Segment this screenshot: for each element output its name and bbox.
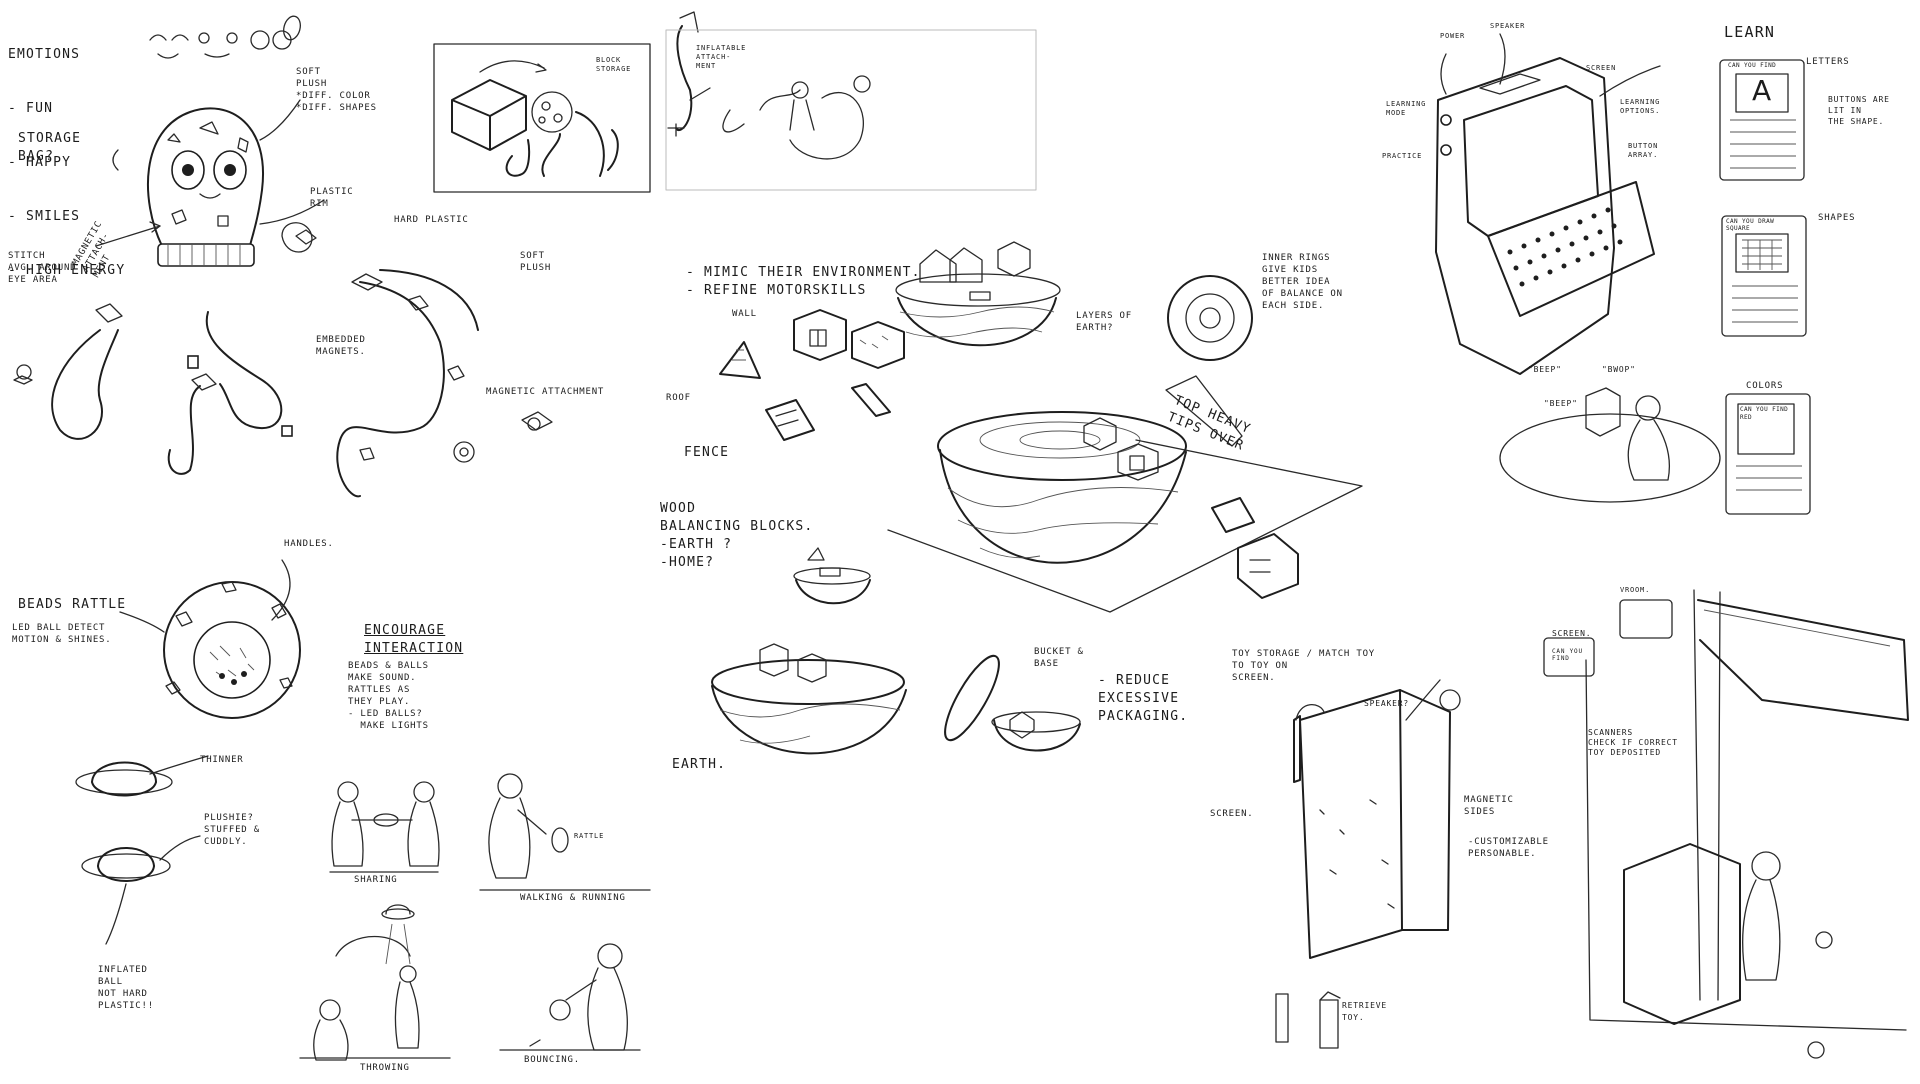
learning-console — [1435, 33, 1661, 375]
power-label: POWER — [1440, 32, 1466, 40]
saturn-balls — [75, 755, 209, 945]
hard-plastic-label: HARD PLASTIC — [394, 215, 469, 225]
learn-card-letters — [1719, 59, 1805, 181]
card-dots — [1730, 119, 1802, 491]
console-button-grid — [1507, 207, 1623, 287]
emotion-smiles: - SMILES — [8, 209, 81, 224]
scanner-screen-card: CAN YOU FIND — [1552, 648, 1583, 662]
colors-label: COLORS — [1746, 381, 1784, 391]
creature-head — [147, 107, 265, 267]
beads-rattle-label: BEADS RATTLE — [18, 597, 127, 612]
magnetic-sides-label: MAGNETIC SIDES — [1464, 795, 1514, 817]
earth-with-houses — [895, 241, 1061, 347]
throwing-label: THROWING — [360, 1063, 410, 1073]
buttons-lit-label: BUTTONS ARE LIT IN THE SHAPE. — [1828, 95, 1890, 126]
soft-plush-label: SOFT PLUSH *DIFF. COLOR *DIFF. SHAPES — [296, 67, 377, 113]
block-storage-box — [433, 43, 651, 193]
inflated-ball-label: INFLATED BALL NOT HARD PLASTIC!! — [98, 965, 154, 1011]
play-figures — [299, 773, 651, 1061]
inflatable-attachment — [665, 11, 1037, 191]
plastic-rim-label: PLASTIC RIM — [310, 187, 354, 209]
bucket-base-label: BUCKET & BASE — [1034, 647, 1084, 669]
inflatable-attachment-label: INFLATABLE ATTACH- MENT — [696, 44, 747, 70]
learn-card-shapes — [1721, 215, 1807, 337]
scanners-label: SCANNERS CHECK IF CORRECT TOY DEPOSITED — [1588, 728, 1678, 757]
emotion-fun: - FUN — [8, 101, 54, 116]
learn-card-colors — [1725, 393, 1811, 515]
toy-storage-label: TOY STORAGE / MATCH TOY TO TOY ON SCREEN… — [1232, 649, 1376, 683]
beads-balls-label: BEADS & BALLS MAKE SOUND. RATTLES AS THE… — [348, 661, 429, 731]
kid-console-mini — [1499, 387, 1721, 503]
inner-ring-disc — [1167, 275, 1253, 361]
emotion-faces — [149, 15, 301, 59]
bwop-label: "BWOP" — [1602, 365, 1636, 374]
screen-label: SCREEN — [1586, 64, 1617, 72]
led-ball-label: LED BALL DETECT MOTION & SHINES. — [12, 623, 112, 645]
reduce-packaging-label: - REDUCE EXCESSIVE PACKAGING. — [1098, 673, 1189, 724]
plushie-label: PLUSHIE? STUFFED & CUDDLY. — [204, 813, 260, 847]
card-color-question: CAN YOU FIND RED — [1740, 406, 1789, 421]
emotions-title: EMOTIONS — [8, 47, 81, 62]
loose-blocks — [719, 309, 905, 441]
learning-options-label: LEARNING OPTIONS. — [1620, 98, 1661, 115]
emotion-happy: - HAPPY — [8, 155, 72, 170]
earth-bowl — [711, 643, 907, 755]
customizable-label: -CUSTOMIZABLE PERSONABLE. — [1468, 837, 1549, 859]
mimic-label: - MIMIC THEIR ENVIRONMENT. - REFINE MOTO… — [686, 265, 921, 298]
shapes-label: SHAPES — [1818, 213, 1856, 223]
emotions-list: EMOTIONS - FUN - HAPPY - SMILES - HIGH E… — [8, 10, 125, 298]
handles-label: HANDLES. — [284, 539, 334, 549]
fence-label: FENCE — [684, 445, 730, 460]
rattle-ball — [119, 559, 301, 719]
rattle-label: RATTLE — [574, 832, 605, 840]
vroom-label: VROOM. — [1620, 586, 1651, 594]
block-storage-label: BLOCK STORAGE — [596, 56, 632, 73]
card-letter-question: CAN YOU FIND — [1728, 62, 1777, 69]
emotion-high-energy: - HIGH ENERGY — [8, 263, 126, 278]
inner-rings-label: INNER RINGS GIVE KIDS BETTER IDEA OF BAL… — [1262, 253, 1343, 311]
roof-label: ROOF — [666, 393, 691, 403]
magnetic-attachment-label-2: MAGNETIC ATTACHMENT — [486, 387, 605, 397]
learning-mode-label: LEARNING MODE — [1386, 100, 1427, 117]
wall-label: WALL — [732, 309, 757, 319]
speaker-label-2: SPEAKER? — [1364, 699, 1409, 708]
storage-bag-label: STORAGE BAG? — [18, 131, 82, 164]
storage-scanner-scene — [1543, 589, 1909, 1059]
wood-earth-small — [793, 547, 871, 605]
retrieve-toy-mini — [1275, 991, 1341, 1049]
layers-label: LAYERS OF EARTH? — [1076, 311, 1132, 333]
walking-running-label: WALKING & RUNNING — [520, 893, 626, 903]
beep-label-1: "BEEP" — [1528, 365, 1562, 374]
storage-screen-label: SCREEN. — [1210, 809, 1254, 819]
scanner-screen-label: SCREEN. — [1552, 629, 1592, 638]
speaker-label: SPEAKER — [1490, 22, 1526, 30]
beep-label-2: "BEEP" — [1544, 399, 1578, 408]
earth-label: EARTH. — [672, 757, 727, 772]
magnetic-tentacle — [336, 269, 553, 498]
wood-blocks-label: WOOD BALANCING BLOCKS. -EARTH ? -HOME? — [660, 501, 814, 570]
card-letter: A — [1752, 74, 1773, 107]
soft-plush-label-2: SOFT PLUSH — [520, 251, 552, 273]
stitch-label: STITCH AVG. AROUND EYE AREA — [8, 251, 77, 285]
creature-arrows — [95, 99, 325, 247]
sharing-label: SHARING — [354, 875, 398, 885]
letters-label: LETTERS — [1806, 57, 1850, 67]
button-array-label: BUTTON ARRAY. — [1628, 142, 1659, 159]
card-shape-question: CAN YOU DRAW SQUARE — [1726, 218, 1775, 232]
tipping-earth — [887, 375, 1363, 613]
retrieve-toy-label: RETRIEVE TOY. — [1342, 1001, 1387, 1022]
thinner-label: THINNER — [200, 755, 244, 765]
toy-storage-bin — [1293, 679, 1461, 959]
bouncing-label: BOUNCING. — [524, 1055, 580, 1065]
creature-tentacles — [13, 222, 317, 475]
learn-title: LEARN — [1724, 23, 1776, 41]
encourage-interaction-label: ENCOURAGE INTERACTION — [364, 623, 464, 656]
practice-label: PRACTICE — [1382, 152, 1423, 160]
embedded-magnets-label: EMBEDDED MAGNETS. — [316, 335, 366, 357]
bucket-base — [944, 654, 1081, 752]
